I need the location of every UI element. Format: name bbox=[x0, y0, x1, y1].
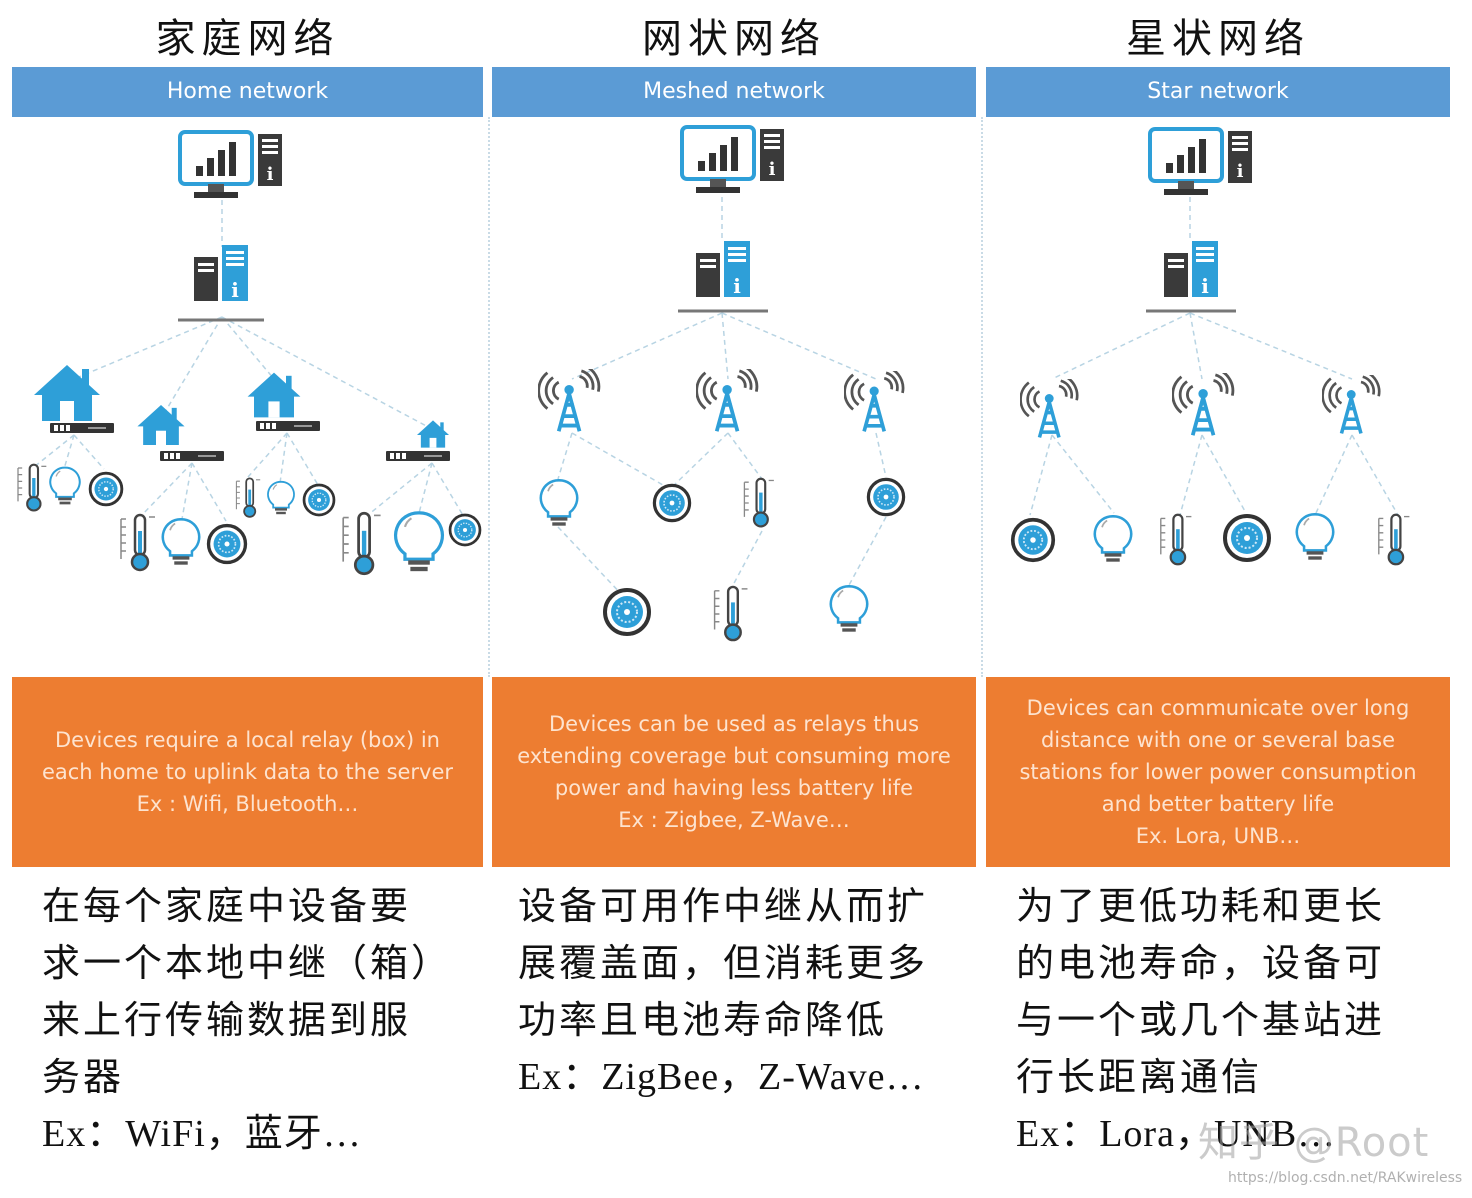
thermometer-icon bbox=[1377, 513, 1411, 566]
light-bulb-icon bbox=[49, 466, 81, 506]
thermometer-icon bbox=[341, 511, 383, 576]
description-line: power and having less battery life bbox=[554, 776, 914, 800]
house-icon bbox=[247, 372, 301, 418]
chinese-line: 为了更低功耗和更长 bbox=[1016, 884, 1386, 928]
sensor-disc-icon bbox=[1010, 517, 1056, 563]
server-icon bbox=[1164, 241, 1218, 298]
sensor-disc-icon bbox=[302, 483, 336, 517]
chinese-description: 设备可用作中继从而扩 展覆盖面，但消耗更多 功率且电池寿命降低 Ex：ZigBe… bbox=[518, 878, 970, 1106]
sensor-disc-icon bbox=[88, 471, 124, 507]
thermometer-icon bbox=[16, 463, 48, 512]
router-box-icon bbox=[386, 451, 450, 461]
column-title-chinese: 家庭网络 bbox=[155, 16, 340, 62]
server-icon bbox=[696, 241, 750, 298]
light-bulb-icon bbox=[539, 479, 579, 527]
light-bulb-icon bbox=[161, 517, 201, 567]
csdn-watermark-url: https://blog.csdn.net/RAKwireless bbox=[1228, 1170, 1463, 1186]
light-bulb-icon bbox=[393, 511, 445, 573]
description-line: Devices can be used as relays thus bbox=[548, 712, 920, 736]
thermometer-icon bbox=[235, 477, 262, 518]
column-banner: Meshed network bbox=[492, 67, 976, 117]
antenna-tower-icon bbox=[696, 369, 759, 434]
antenna-tower-icon bbox=[1020, 379, 1079, 440]
column-banner: Home network bbox=[12, 67, 483, 117]
chinese-line: 在每个家庭中设备要 bbox=[42, 884, 412, 928]
antenna-tower-icon bbox=[538, 369, 601, 434]
description-line: each home to uplink data to the server bbox=[41, 760, 454, 784]
column-banner: Star network bbox=[986, 67, 1450, 117]
antenna-tower-icon bbox=[844, 371, 905, 434]
description-line: distance with one or several base bbox=[1040, 728, 1396, 752]
description-line: and better battery life bbox=[1101, 792, 1335, 816]
chinese-description: 为了更低功耗和更长 的电池寿命，设备可 与一个或几个基站进 行长距离通信 Ex：… bbox=[1016, 878, 1444, 1163]
column-meshed-network: 网状网络 Meshed network bbox=[492, 0, 976, 1198]
column-home-network: 家庭网络 Home network bbox=[12, 0, 483, 1198]
router-box-icon bbox=[256, 421, 320, 431]
sensor-disc-icon bbox=[448, 513, 482, 547]
chinese-example-line: Ex：WiFi，蓝牙… bbox=[42, 1113, 362, 1155]
description-box: Devices can be used as relays thus exten… bbox=[492, 677, 976, 867]
column-title-chinese: 星状网络 bbox=[1126, 16, 1310, 62]
column-separator bbox=[981, 117, 983, 677]
antenna-tower-icon bbox=[1172, 373, 1235, 438]
thermometer-icon bbox=[713, 585, 749, 642]
monitor-chart-icon bbox=[1148, 127, 1254, 197]
house-icon bbox=[416, 420, 450, 448]
chinese-line: 展覆盖面，但消耗更多 bbox=[518, 941, 929, 985]
chinese-line: 设备可用作中继从而扩 bbox=[518, 884, 929, 928]
zhihu-watermark: 知乎 @Root bbox=[1198, 1120, 1430, 1166]
connection-lines bbox=[33, 200, 465, 522]
home-network-diagram bbox=[12, 117, 483, 675]
sensor-disc-icon bbox=[1223, 514, 1271, 562]
chinese-line: 务器 bbox=[42, 1055, 125, 1099]
chinese-line: 行长距离通信 bbox=[1016, 1055, 1263, 1099]
column-separator bbox=[488, 117, 490, 677]
chinese-example-line: Ex：Lora，UNB… bbox=[1016, 1113, 1337, 1155]
column-star-network: 星状网络 Star network bbox=[986, 0, 1450, 1198]
router-box-icon bbox=[50, 423, 114, 433]
chinese-example-line: Ex：ZigBee，Z-Wave… bbox=[518, 1056, 925, 1098]
house-icon bbox=[34, 365, 100, 421]
chinese-line: 求一个本地中继（箱） bbox=[42, 941, 453, 985]
thermometer-icon bbox=[743, 477, 775, 528]
description-line: Devices can communicate over long bbox=[1026, 696, 1410, 720]
thermometer-icon bbox=[1159, 513, 1193, 566]
thermometer-icon bbox=[119, 513, 157, 572]
description-box: Devices can communicate over long distan… bbox=[986, 677, 1450, 867]
chinese-line: 功率且电池寿命降低 bbox=[518, 998, 888, 1042]
antenna-tower-icon bbox=[1322, 375, 1381, 436]
column-title-chinese: 网状网络 bbox=[642, 16, 826, 62]
sensor-disc-icon bbox=[652, 483, 692, 523]
chinese-line: 的电池寿命，设备可 bbox=[1016, 941, 1386, 985]
description-line: Ex. Lora, UNB… bbox=[1135, 824, 1301, 848]
light-bulb-icon bbox=[1093, 515, 1133, 563]
sensor-disc-icon bbox=[603, 588, 651, 636]
light-bulb-icon bbox=[267, 480, 295, 516]
sensor-disc-icon bbox=[866, 477, 906, 517]
light-bulb-icon bbox=[829, 585, 869, 633]
router-box-icon bbox=[160, 451, 224, 461]
description-line: extending coverage but consuming more bbox=[517, 744, 951, 768]
description-box: Devices require a local relay (box) in e… bbox=[12, 677, 483, 867]
connection-lines bbox=[557, 197, 887, 598]
chinese-line: 来上行传输数据到服 bbox=[42, 998, 412, 1042]
server-icon bbox=[194, 245, 248, 302]
description-line: stations for lower power consumption bbox=[1019, 760, 1417, 784]
meshed-network-diagram bbox=[492, 117, 976, 675]
star-network-diagram bbox=[986, 117, 1450, 675]
sensor-disc-icon bbox=[206, 523, 248, 565]
description-line: Ex : Zigbee, Z-Wave… bbox=[618, 808, 850, 832]
monitor-chart-icon bbox=[178, 130, 284, 200]
description-line: Ex : Wifi, Bluetooth… bbox=[136, 792, 359, 816]
light-bulb-icon bbox=[1295, 513, 1335, 561]
description-line: Devices require a local relay (box) in bbox=[55, 728, 440, 752]
monitor-chart-icon bbox=[680, 125, 786, 195]
chinese-line: 与一个或几个基站进 bbox=[1016, 998, 1386, 1042]
house-icon bbox=[137, 405, 185, 445]
chinese-description: 在每个家庭中设备要 求一个本地中继（箱） 来上行传输数据到服 务器 Ex：WiF… bbox=[42, 878, 477, 1163]
connection-lines bbox=[1029, 197, 1399, 516]
